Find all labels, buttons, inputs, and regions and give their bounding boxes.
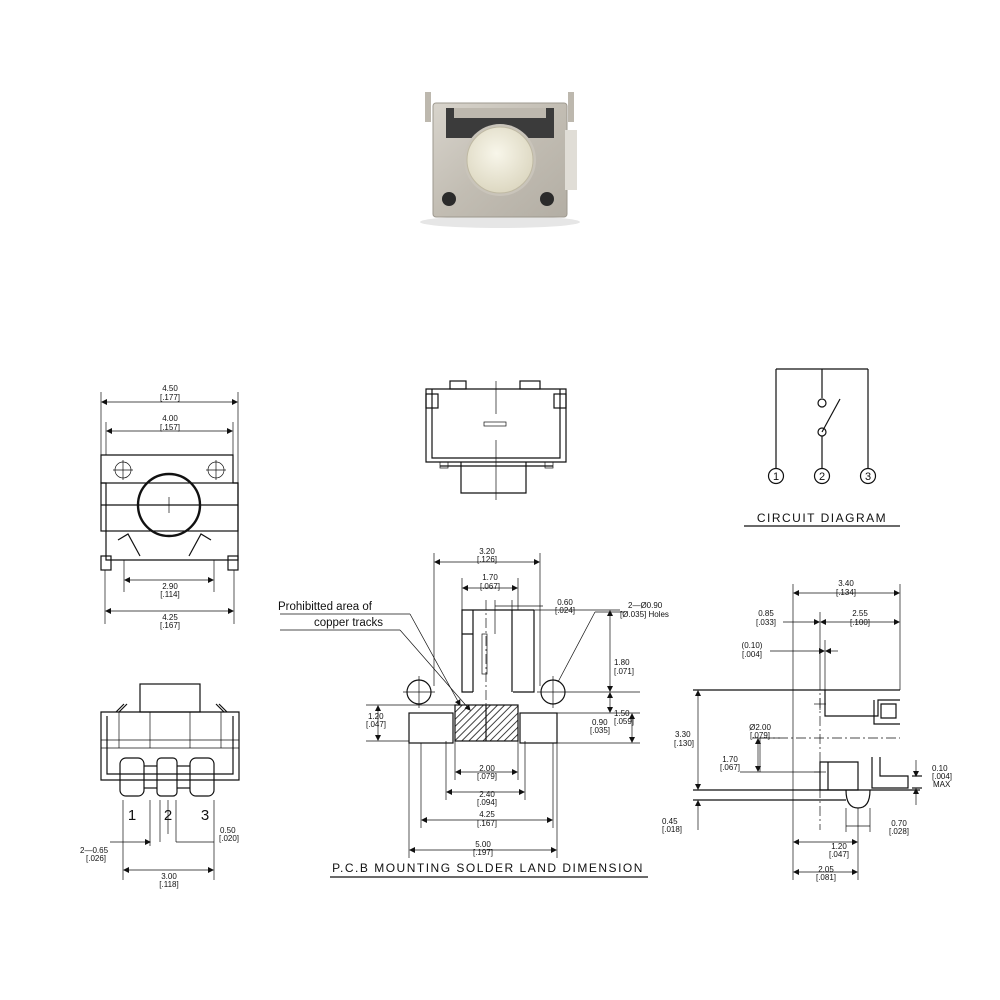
dim-inner-span: 2.40 (479, 790, 495, 799)
dim-depth-overall: 3.40 (838, 579, 854, 588)
dim-standoff: 0.45 (662, 817, 678, 826)
pin-view-drawing: 1 2 3 2—0.65 [.026] 0.50 [.020] 3.00 [.1… (80, 683, 240, 889)
prohibited-note-line1: Prohibitted area of (278, 601, 373, 613)
dim-tab-span-inch: [.114] (160, 590, 179, 599)
dim-center-pads-inch: [.079] (477, 772, 497, 781)
terminal-1-label: 1 (773, 471, 779, 483)
dim-width-body: 4.00 (162, 414, 178, 423)
pcb-land-pattern: 3.20 [.126] 1.70 [.067] 0.60 [.024] 2.00… (278, 547, 669, 878)
dim-plunger-dia: Ø2.00 (749, 723, 771, 732)
product-photo (420, 92, 580, 228)
dim-width-body-inch: [.157] (160, 423, 180, 432)
dim-pin-gap-inch: [.020] (219, 834, 239, 843)
dim-pad-inner: 1.70 (482, 573, 498, 582)
dim-inner-span-inch: [.094] (477, 798, 497, 807)
dim-pad-height: 0.90 (592, 718, 608, 727)
dim-plunger-dia-inch: [.079] (750, 731, 770, 740)
dim-foot-offset-inch: [.047] (829, 850, 849, 859)
dim-hole-span: 4.25 (479, 810, 495, 819)
mounting-hole-left-icon (403, 676, 435, 708)
dim-land-total-inch: [.197] (473, 848, 493, 857)
dim-pin-width: 2—0.65 (80, 846, 109, 855)
dim-plunger-offset-inch: [.004] (742, 650, 762, 659)
dim-coplanarity: 0.10 (932, 764, 948, 773)
pin-1-label: 1 (128, 807, 136, 824)
dim-hole-offset: 1.50 (614, 709, 630, 718)
circuit-diagram-caption: CIRCUIT DIAGRAM (757, 511, 887, 525)
dim-coplanarity-inch: [.004] (932, 772, 952, 781)
terminal-1-icon (767, 467, 785, 485)
dim-tab-span: 2.90 (162, 582, 178, 591)
dim-pin-gap: 0.50 (220, 826, 236, 835)
dim-foot-span: 2.05 (818, 865, 834, 874)
dim-front-offset: 0.85 (758, 609, 774, 618)
dim-hatch-height-inch: [.047] (366, 720, 386, 729)
dim-holes: 2—Ø0.90 (628, 601, 663, 610)
dim-pad-outer-inch: [.126] (477, 555, 497, 564)
front-view-drawing (425, 380, 567, 500)
prohibited-note-line2: copper tracks (314, 617, 383, 629)
dim-lead-span: 4.25 (162, 613, 178, 622)
dim-foot-offset: 1.20 (831, 842, 847, 851)
dim-standoff-inch: [.018] (662, 825, 682, 834)
dim-center-height: 1.70 (722, 755, 738, 764)
dim-center-pads: 2.00 (479, 764, 495, 773)
dim-slot-inch: [.024] (555, 606, 575, 615)
dim-hatch-height: 1.20 (368, 712, 384, 721)
dim-width-overall-inch: [.177] (160, 393, 180, 402)
dim-hole-span-inch: [.167] (477, 819, 497, 828)
dim-upper-height-inch: [.071] (614, 667, 634, 676)
dim-width-overall: 4.50 (162, 384, 178, 393)
pin-3-label: 3 (201, 807, 209, 824)
mounting-hole-right-icon (537, 676, 569, 708)
dim-rear-depth-inch: [.100] (850, 618, 870, 627)
dim-foot-span-inch: [.081] (816, 873, 836, 882)
dim-pin-span-inch: [.118] (159, 880, 178, 889)
dim-front-offset-inch: [.033] (756, 618, 776, 627)
dim-depth-overall-inch: [.134] (836, 588, 856, 597)
terminal-2-label: 2 (819, 471, 825, 483)
dim-hole-offset-inch: [.059] (614, 717, 634, 726)
pcb-caption: P.C.B MOUNTING SOLDER LAND DIMENSION (332, 861, 644, 875)
dim-holes-inch: [Ø.035] Holes (620, 610, 669, 619)
dim-coplanarity-max: MAX (933, 780, 951, 789)
top-view-drawing: 4.50 [.177] 4.00 [.157] 2.90 [.114] 4.25… (100, 384, 239, 630)
side-view-drawing: 3.40 [.134] 0.85 [.033] 2.55 [.100] (0.1… (662, 579, 952, 882)
dim-lead-span-inch: [.167] (160, 621, 180, 630)
dim-slot: 0.60 (557, 598, 573, 607)
dim-plunger-offset: (0.10) (742, 641, 763, 650)
terminal-3-label: 3 (865, 471, 871, 483)
dim-pad-height-inch: [.035] (590, 726, 610, 735)
dim-foot-width: 0.70 (891, 819, 907, 828)
dim-pin-span: 3.00 (161, 872, 177, 881)
dim-foot-width-inch: [.028] (889, 827, 909, 836)
dim-pad-outer: 3.20 (479, 547, 495, 556)
terminal-2-icon (813, 467, 831, 485)
circuit-diagram: 1 2 3 CIRCUIT DIAGRAM (744, 368, 900, 527)
dim-pin-width-inch: [.026] (86, 854, 106, 863)
dim-upper-height: 1.80 (614, 658, 630, 667)
terminal-3-icon (859, 467, 877, 485)
pin-2-label: 2 (164, 807, 172, 824)
dim-land-total: 5.00 (475, 840, 491, 849)
dim-body-height: 3.30 (675, 730, 691, 739)
dim-center-height-inch: [.067] (720, 763, 740, 772)
dim-rear-depth: 2.55 (852, 609, 868, 618)
dim-pad-inner-inch: [.067] (480, 582, 500, 591)
dim-body-height-inch: [.130] (674, 739, 694, 748)
